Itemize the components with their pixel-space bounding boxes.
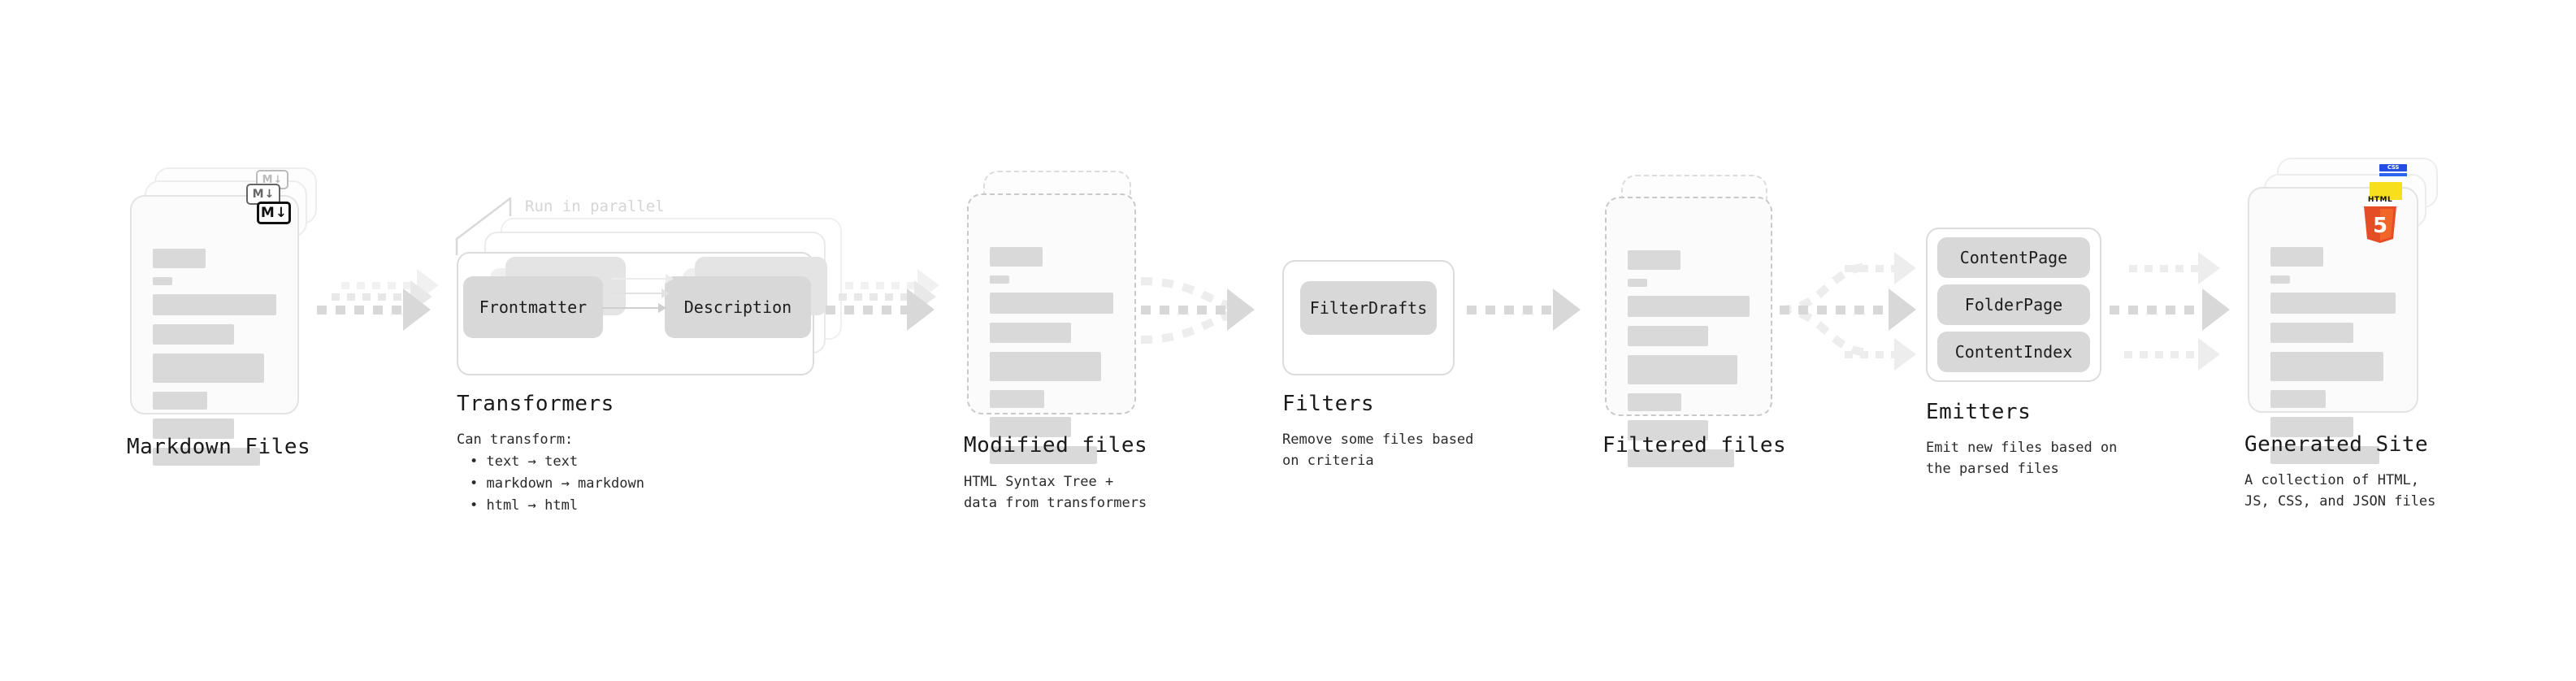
- run-in-parallel-label: Run in parallel: [525, 197, 665, 215]
- arrow-shaft: [1467, 305, 1555, 314]
- arrow-head: [403, 288, 431, 331]
- css3-icon: CSS: [2379, 164, 2407, 177]
- transformer-inner-arrow-back: [612, 274, 674, 284]
- filter-pill-filterdrafts[interactable]: FilterDrafts: [1300, 281, 1437, 335]
- run-in-parallel-brace: [455, 197, 512, 255]
- arrow-emitters-to-site-bottom: [2124, 338, 2220, 371]
- markdown-file-content: [153, 249, 276, 475]
- stage-title-filters: Filters: [1282, 392, 1375, 416]
- arrow-filtered-to-emitters-bottom: [1845, 338, 1916, 371]
- arrow-head: [666, 274, 674, 284]
- arrow-shaft: [1845, 350, 1896, 358]
- arrow-shaft: [601, 307, 659, 309]
- stage-subtitle-filters: Remove some files based on criteria: [1282, 432, 1474, 470]
- modified-file-content: [990, 247, 1113, 473]
- arrow-modified-to-filters: [1141, 288, 1255, 331]
- arrow-shaft: [2110, 305, 2204, 314]
- arrow-head: [907, 288, 935, 331]
- stage-subtitle-modified-files: HTML Syntax Tree + data from transformer…: [964, 474, 1147, 512]
- stage-subtitle-transformers: Can transform:: [457, 432, 574, 448]
- transformer-inner-arrow-mid: [608, 288, 670, 298]
- stage-title-transformers: Transformers: [457, 392, 614, 416]
- markdown-icon-arrow: ↓: [273, 173, 283, 186]
- filtered-file-content: [1628, 250, 1750, 476]
- arrow-transformers-to-modified: [826, 288, 935, 331]
- transformer-pill-description[interactable]: Description: [665, 276, 811, 338]
- arrow-head: [2202, 288, 2230, 331]
- arrow-shaft: [845, 281, 919, 289]
- transformer-bullet-text: • text → text: [470, 453, 579, 470]
- markdown-icon: M↓: [257, 202, 291, 224]
- arrow-filtered-to-emitters-mid: [1780, 288, 1916, 331]
- arrow-head: [658, 303, 666, 313]
- modified-file-card-front: [967, 193, 1136, 464]
- arrow-shaft: [612, 278, 666, 280]
- arrow-shaft: [317, 305, 405, 314]
- transformer-bullet-markdown: • markdown → markdown: [470, 475, 644, 492]
- arrow-head: [1894, 252, 1916, 284]
- markdown-icon-letter: M: [260, 205, 275, 221]
- arrow-head: [2198, 252, 2220, 284]
- arrow-head: [1889, 288, 1916, 331]
- arrow-shaft: [826, 305, 909, 314]
- markdown-file-card-front: [130, 195, 299, 466]
- site-file-content: [2270, 247, 2396, 473]
- arrow-shaft: [1845, 264, 1896, 272]
- markdown-icon-letter: M: [262, 173, 273, 186]
- arrow-head: [661, 288, 670, 298]
- arrow-filters-to-filtered: [1467, 288, 1581, 331]
- transformer-bullet-html: • html → html: [470, 497, 579, 514]
- transformer-pill-label: Frontmatter: [479, 297, 588, 317]
- stage-title-emitters: Emitters: [1926, 400, 2032, 424]
- arrow-markdown-to-transformers: [317, 288, 431, 331]
- emitter-pill-contentindex[interactable]: ContentIndex: [1937, 332, 2090, 372]
- stage-subtitle-generated-site: A collection of HTML, JS, CSS, and JSON …: [2244, 472, 2436, 510]
- stage-subtitle-emitters: Emit new files based on the parsed files: [1926, 440, 2118, 478]
- markdown-icon-arrow: ↓: [264, 188, 275, 201]
- arrow-head: [2198, 338, 2220, 371]
- stage-title-modified-files: Modified files: [964, 433, 1148, 458]
- arrow-shaft: [839, 293, 916, 301]
- html5-icon: HTML 5: [2364, 196, 2396, 243]
- emitter-pill-label: ContentIndex: [1954, 342, 2073, 362]
- svg-text:5: 5: [2373, 214, 2387, 238]
- arrow-shaft: [2129, 264, 2200, 272]
- transformer-pill-frontmatter[interactable]: Frontmatter: [463, 276, 603, 338]
- arrow-head: [1894, 338, 1916, 371]
- arrow-emitters-to-site-top: [2129, 252, 2220, 284]
- transformer-inner-arrow: [601, 303, 666, 313]
- stage-title-filtered-files: Filtered files: [1602, 433, 1787, 458]
- stage-title-generated-site: Generated Site: [2244, 432, 2429, 457]
- arrow-shaft: [1141, 305, 1229, 314]
- arrow-shaft: [341, 281, 418, 289]
- arrow-shaft: [2124, 350, 2200, 358]
- emitter-pill-label: ContentPage: [1959, 248, 2068, 267]
- arrow-emitters-to-site-mid: [2110, 288, 2230, 331]
- markdown-icon-arrow: ↓: [275, 205, 288, 221]
- stage-title-markdown-files: Markdown Files: [127, 435, 311, 459]
- arrow-shaft: [332, 293, 412, 301]
- filter-pill-label: FilterDrafts: [1309, 298, 1428, 318]
- filtered-file-card-front: [1605, 197, 1772, 467]
- emitter-pill-label: FolderPage: [1964, 295, 2063, 314]
- arrow-head: [1553, 288, 1581, 331]
- arrow-head: [1227, 288, 1255, 331]
- arrow-shaft: [608, 293, 662, 294]
- arrow-filtered-to-emitters-top: [1845, 252, 1916, 284]
- arrow-shaft: [1780, 305, 1890, 314]
- emitter-pill-contentpage[interactable]: ContentPage: [1937, 237, 2090, 278]
- emitter-pill-folderpage[interactable]: FolderPage: [1937, 284, 2090, 325]
- svg-text:HTML: HTML: [2368, 196, 2392, 204]
- markdown-icon-letter: M: [252, 188, 264, 201]
- javascript-icon: [2370, 182, 2402, 200]
- transformer-pill-label: Description: [683, 297, 792, 317]
